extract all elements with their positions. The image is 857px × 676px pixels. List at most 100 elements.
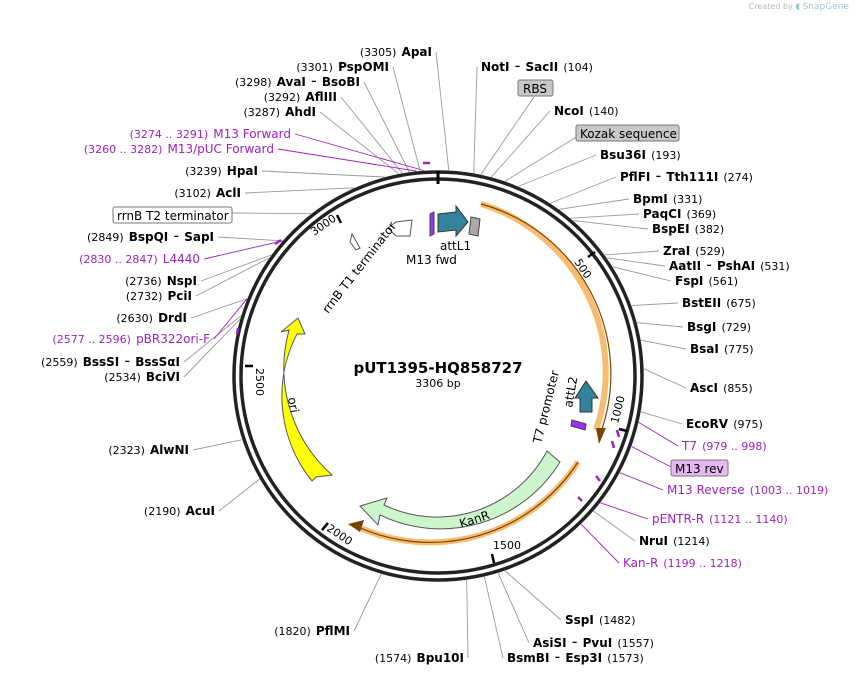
m13-fwd-feature [429, 211, 435, 237]
leader-bpu10i [466, 579, 469, 659]
leader-aflIII [340, 96, 403, 174]
leader-primer-m13-puc-forward [277, 148, 417, 172]
leader-rrnb-t2 [231, 212, 312, 215]
leader-ahdi [319, 111, 399, 175]
leader-primer-l4440 [203, 240, 283, 260]
site-label-aflIII: (3292) AflIII [264, 86, 337, 105]
primer-name: M13 Reverse [667, 483, 745, 497]
site-label-hpai: (3239) HpaI [185, 160, 258, 179]
enzyme-name: Tth111I [666, 170, 718, 184]
enzyme-name: PflMI [316, 624, 350, 638]
site-position: (3292) [264, 91, 301, 104]
restriction-site-labels: (3305) ApaI(3301) PspOMI(3298) AvaI - Bs… [41, 45, 790, 666]
primer-range: (1003 .. 1019) [750, 484, 829, 497]
enzyme-name: AlwNI [150, 443, 189, 457]
site-label-noti: NotI - SacII (104) [481, 56, 593, 75]
leader-primer-t7 [638, 421, 679, 447]
site-label-drdi: (2630) DrdI [116, 307, 187, 326]
m13-fwd-label: M13 fwd [406, 253, 457, 267]
primer-range: (979 .. 998) [702, 440, 767, 453]
tick-label-2000: 2000 [324, 522, 354, 548]
site-position: (675) [726, 297, 756, 310]
leader-paqci [570, 213, 640, 219]
leader-asisi [497, 572, 530, 644]
primer-name: T7 [681, 439, 697, 453]
primer-label-m13-reverse: M13 Reverse (1003 .. 1019) [667, 479, 828, 498]
kanr-label: KanR [458, 508, 492, 531]
site-position: (775) [724, 343, 754, 356]
site-label-avai: (3298) AvaI - BsoBI [235, 71, 360, 90]
leader-ecorv [640, 411, 683, 425]
enzyme-name: PspOMI [338, 60, 389, 74]
label-leader-lines [183, 51, 687, 659]
site-label-nrui: NruI (1214) [639, 530, 710, 549]
site-position: (3239) [185, 165, 222, 178]
site-label-pflfi: PflFI - Tth111I (274) [620, 166, 753, 185]
primer-mark-l4440 [274, 238, 282, 246]
ori-label: ori [285, 396, 301, 414]
tick-mark-1500 [490, 553, 496, 564]
site-position: (2559) [41, 356, 78, 369]
site-position: (331) [673, 193, 703, 206]
leader-aatii [606, 257, 666, 267]
site-position: (1557) [617, 637, 654, 650]
attl1-feature [437, 204, 469, 238]
site-label-sspi: SspI (1482) [565, 609, 636, 628]
leader-apai [435, 51, 450, 171]
enzyme-name: BstEII [682, 296, 721, 310]
site-position: (3301) [296, 61, 333, 74]
snapgene-logo-icon: ◖ [795, 2, 801, 12]
site-position: (3298) [235, 76, 272, 89]
attl1-label: attL1 [440, 239, 471, 253]
enzyme-name: SapI [184, 230, 214, 244]
leader-fspi [612, 266, 672, 282]
site-position: (1482) [599, 614, 636, 627]
enzyme-name: EcoRV [686, 417, 729, 431]
rrnb-t2-box [112, 206, 233, 224]
primer-range: (2577 .. 2596) [52, 333, 131, 346]
leader-bpmi [559, 198, 630, 210]
enzyme-name: NotI [481, 60, 510, 74]
enzyme-name: HpaI [227, 164, 258, 178]
enzyme-name: NcoI [554, 104, 584, 118]
leader-bsmbi [483, 576, 504, 659]
leader-pspomi [392, 66, 421, 171]
site-label-acli: (3102) AclI [174, 182, 241, 201]
primer-labels: (3274 .. 3291) M13 Forward(3260 .. 3282)… [52, 127, 828, 570]
leader-primer-kan-r [580, 523, 620, 564]
enzyme-name: Esp3I [565, 651, 602, 665]
enzyme-name: BsmBI [507, 651, 549, 665]
tick-mark-1000 [618, 427, 628, 433]
site-position: (1574) [375, 652, 412, 665]
site-position: (140) [589, 105, 619, 118]
site-position: (2323) [108, 444, 145, 457]
leader-nrui [593, 510, 636, 542]
primer-range: (1199 .. 1218) [663, 557, 742, 570]
site-position: (2190) [144, 505, 181, 518]
arrow-top-right [480, 203, 612, 433]
primer-marks [235, 161, 621, 502]
primer-range: (1121 .. 1140) [709, 513, 788, 526]
site-position: (1214) [673, 535, 710, 548]
leader-acli [244, 187, 355, 194]
site-label-ecorv: EcoRV (975) [686, 413, 763, 432]
site-position: (2736) [125, 275, 162, 288]
arrow-bottom [355, 461, 579, 544]
rrnb-t1-terminator-arrow [387, 219, 413, 237]
primer-name: M13/pUC Forward [167, 142, 274, 156]
kanr-feature [359, 450, 561, 530]
site-label-bsteii: BstEII (675) [682, 292, 756, 311]
primer-mark-pentr-r [595, 475, 601, 482]
site-position: (382) [695, 223, 725, 236]
site-label-bsai: BsaI (775) [690, 338, 754, 357]
site-label-bspei: BspEI (382) [652, 218, 724, 237]
site-label-bpmi: BpmI (331) [633, 188, 702, 207]
primer-range: (3274 .. 3291) [130, 128, 209, 141]
enzyme-name: SacII [525, 60, 558, 74]
leader-rbs [480, 96, 535, 175]
primer-name: Kan-R [623, 556, 658, 570]
attl2-feature [574, 380, 599, 413]
site-label-pcii: (2732) PciI [126, 285, 192, 304]
enzyme-name: PshAI [717, 259, 755, 273]
site-label-pspomi: (3301) PspOMI [296, 56, 389, 75]
